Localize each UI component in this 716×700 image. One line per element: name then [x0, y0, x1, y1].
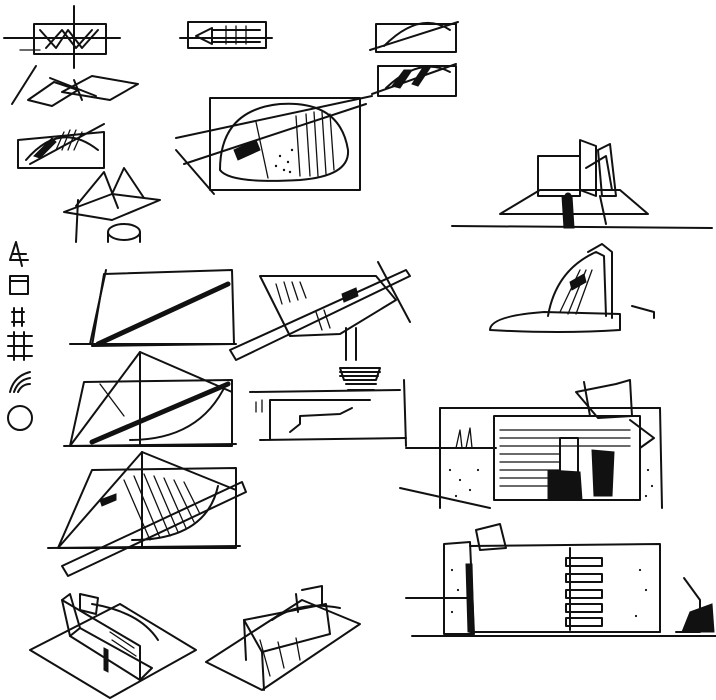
thumbnail-tent-structure: [63, 167, 161, 243]
triangle-hatched-plan: [47, 451, 247, 577]
thumbnail-hatched-wedge: [17, 123, 105, 169]
symbol-legend: [7, 241, 33, 431]
elevation-with-sail: [399, 379, 663, 509]
diagonal-frame-plan: [69, 269, 237, 347]
section-stair: [249, 367, 407, 447]
large-oval-plan: [175, 95, 373, 195]
elevation-with-windows: [405, 523, 716, 637]
building-perspective-2: [205, 585, 361, 691]
thumbnail-perspective-planes: [11, 65, 139, 107]
hatched-wing-plan: [229, 261, 411, 361]
sail-perspective-right: [489, 243, 655, 333]
thumbnail-arc-box: [369, 21, 459, 53]
building-perspective-1: [29, 593, 197, 699]
thumbnail-arrow-box: [179, 21, 273, 49]
thumbnail-plan-cross: [3, 5, 121, 69]
triangle-arc-plan: [63, 351, 237, 447]
thumbnail-arc-box-hatched: [371, 63, 457, 97]
massing-perspective-right: [451, 139, 713, 229]
